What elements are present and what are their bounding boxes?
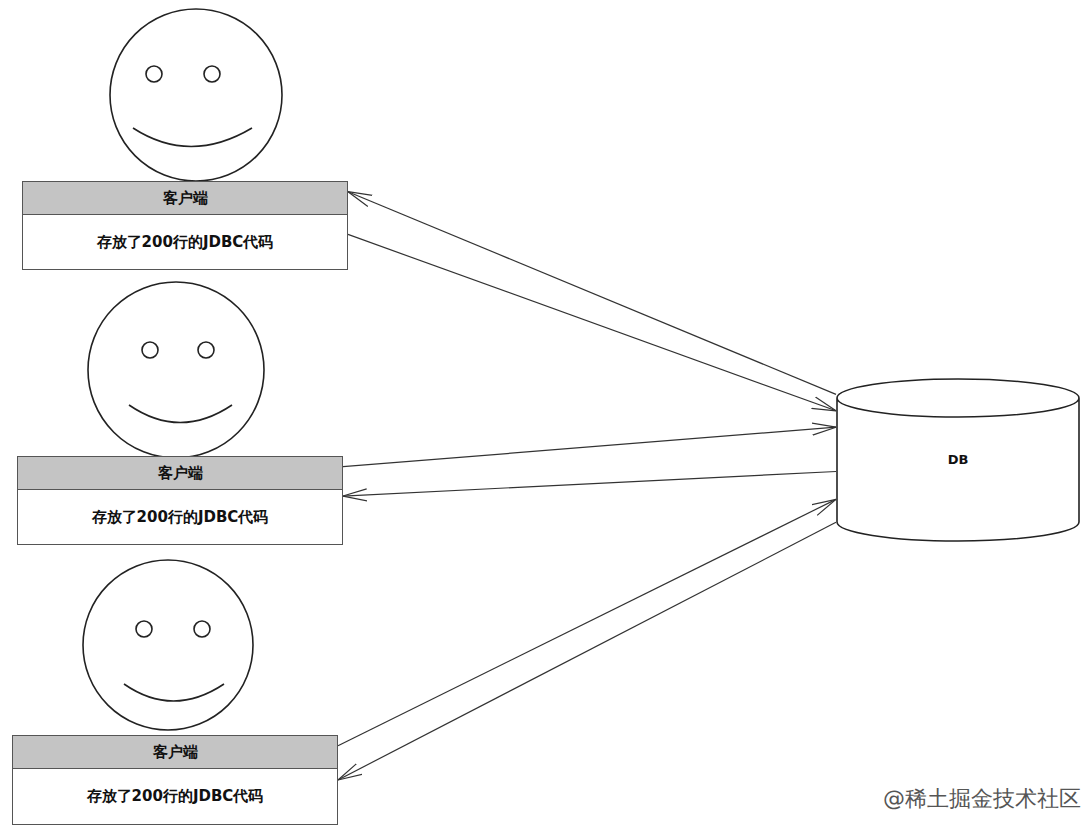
- arrow-connector: [343, 471, 836, 496]
- client-box: 客户端存放了200行的JDBC代码: [17, 456, 343, 545]
- client-heading: 客户端: [163, 189, 208, 208]
- arrow-connector: [338, 499, 836, 745]
- arrow-connector: [338, 522, 836, 780]
- database-cylinder: DB: [836, 378, 1080, 542]
- database-label: DB: [836, 452, 1080, 467]
- client-body-text: 存放了200行的JDBC代码: [97, 233, 274, 252]
- client-body-text: 存放了200行的JDBC代码: [92, 508, 269, 527]
- client-box: 客户端存放了200行的JDBC代码: [12, 735, 338, 825]
- arrow-connector: [343, 427, 836, 466]
- client-body-text: 存放了200行的JDBC代码: [87, 787, 264, 806]
- watermark: @稀土掘金技术社区: [883, 784, 1081, 814]
- arrow-connector: [348, 192, 836, 395]
- client-heading: 客户端: [153, 743, 198, 762]
- client-heading: 客户端: [158, 464, 203, 483]
- arrow-connector: [348, 234, 836, 410]
- client-box: 客户端存放了200行的JDBC代码: [22, 181, 348, 270]
